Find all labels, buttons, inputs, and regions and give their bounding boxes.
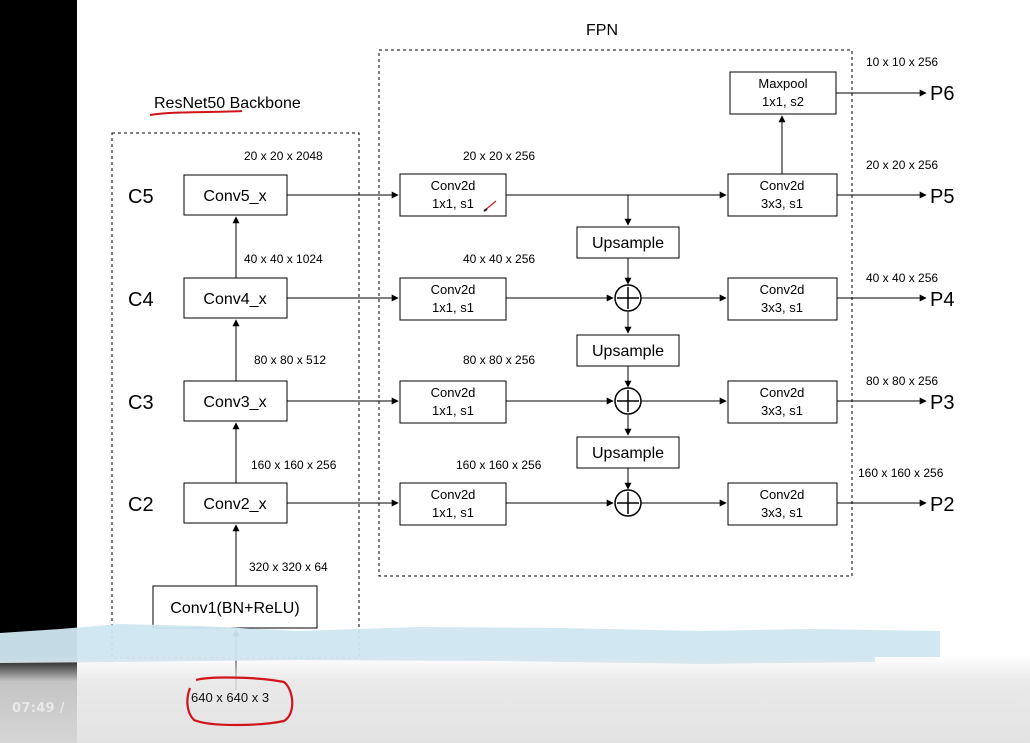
conv1x1-p4-line2: 1x1, s1 [432, 300, 474, 315]
output-dim-p4: 40 x 40 x 256 [866, 271, 938, 285]
conv1x1-p5-line1: Conv2d [431, 178, 476, 193]
video-time-display: 07:49 / [12, 701, 65, 716]
conv4-label: Conv4_x [203, 291, 266, 308]
backbone-dim-c4: 40 x 40 x 1024 [244, 252, 323, 266]
backbone-dim-c3: 80 x 80 x 512 [254, 353, 326, 367]
conv3x3-p2-line1: Conv2d [760, 487, 805, 502]
conv1x1-p3-block: Conv2d 1x1, s1 [399, 380, 507, 424]
lateral-dim-p3: 80 x 80 x 256 [463, 353, 535, 367]
conv1x1-p3-line2: 1x1, s1 [432, 403, 474, 418]
upsample-label-2: Upsample [592, 343, 664, 360]
lateral-dim-p4: 40 x 40 x 256 [463, 252, 535, 266]
output-label-p2: P2 [930, 494, 954, 516]
upsample-label-3: Upsample [592, 445, 664, 462]
upsample-block-3 [576, 436, 680, 469]
stage-label-c3: C3 [128, 392, 154, 414]
conv1x1-p4-block: Conv2d 1x1, s1 [399, 277, 507, 321]
backbone-title-rest: Backbone [225, 95, 301, 112]
conv1-block [152, 585, 318, 629]
backbone-title: ResNet50 Backbone [154, 95, 301, 112]
conv4-block [183, 277, 288, 319]
maxpool-line1: Maxpool [758, 76, 807, 91]
stage-label-c2: C2 [128, 494, 154, 516]
conv1-label: Conv1(BN+ReLU) [170, 600, 299, 617]
conv2-label: Conv2_x [203, 496, 266, 513]
output-dim-p3: 80 x 80 x 256 [866, 374, 938, 388]
fpn-dashed-group [378, 49, 853, 577]
conv3x3-p5-line1: Conv2d [760, 178, 805, 193]
conv1x1-p3-line1: Conv2d [431, 385, 476, 400]
upsample-block-2 [576, 334, 680, 367]
add-node-p2 [614, 489, 642, 517]
conv1x1-p5-line2: 1x1, s1 [432, 196, 474, 211]
conv1x1-p2-block: Conv2d 1x1, s1 [399, 482, 507, 526]
conv3x3-p5-line2: 3x3, s1 [761, 196, 803, 211]
input-size-label: 640 x 640 x 3 [191, 690, 270, 705]
conv3x3-p4-block: Conv2d 3x3, s1 [727, 277, 838, 321]
stage-label-c4: C4 [128, 289, 154, 311]
red-underline [149, 110, 243, 116]
output-dim-p6: 10 x 10 x 256 [866, 55, 938, 69]
maxpool-line2: 1x1, s2 [762, 94, 804, 109]
maxpool-block: Maxpool 1x1, s2 [729, 71, 837, 115]
backbone-dim-c2: 160 x 160 x 256 [251, 458, 337, 472]
conv3x3-p3-line1: Conv2d [760, 385, 805, 400]
output-label-p4: P4 [930, 289, 954, 311]
conv1x1-p2-line1: Conv2d [431, 487, 476, 502]
output-dim-p5: 20 x 20 x 256 [866, 158, 938, 172]
output-dim-p2: 160 x 160 x 256 [858, 466, 944, 480]
conv3-label: Conv3_x [203, 394, 266, 411]
upsample-label-1: Upsample [592, 235, 664, 252]
add-node-p4 [614, 284, 642, 312]
conv3x3-p2-line2: 3x3, s1 [761, 505, 803, 520]
fpn-title: FPN [586, 22, 618, 39]
conv3x3-p5-block: Conv2d 3x3, s1 [727, 173, 838, 217]
blue-paint-stroke [0, 624, 940, 664]
output-label-p3: P3 [930, 392, 954, 414]
pen-cursor-icon [483, 200, 497, 212]
conv5-label: Conv5_x [203, 188, 266, 205]
conv3x3-p4-line2: 3x3, s1 [761, 300, 803, 315]
output-label-p6: P6 [930, 83, 954, 105]
conv3x3-p4-line1: Conv2d [760, 282, 805, 297]
upsample-block-1 [576, 226, 680, 259]
add-node-p3 [614, 387, 642, 415]
output-label-p5: P5 [930, 186, 954, 208]
backbone-title-resnet: ResNet50 [154, 95, 225, 112]
conv1x1-p2-line2: 1x1, s1 [432, 505, 474, 520]
lateral-dim-p5: 20 x 20 x 256 [463, 149, 535, 163]
lateral-dim-p2: 160 x 160 x 256 [456, 458, 542, 472]
conv1x1-p4-line1: Conv2d [431, 282, 476, 297]
conv1x1-p5-block: Conv2d 1x1, s1 [399, 173, 507, 217]
stage-label-c5: C5 [128, 186, 154, 208]
conv3x3-p2-block: Conv2d 3x3, s1 [727, 482, 838, 526]
conv3x3-p3-line2: 3x3, s1 [761, 403, 803, 418]
conv3x3-p3-block: Conv2d 3x3, s1 [727, 380, 838, 424]
backbone-dim-c5: 20 x 20 x 2048 [244, 149, 323, 163]
conv5-block [183, 174, 288, 216]
left-black-bar [0, 0, 77, 743]
backbone-dim-c1: 320 x 320 x 64 [249, 560, 328, 574]
